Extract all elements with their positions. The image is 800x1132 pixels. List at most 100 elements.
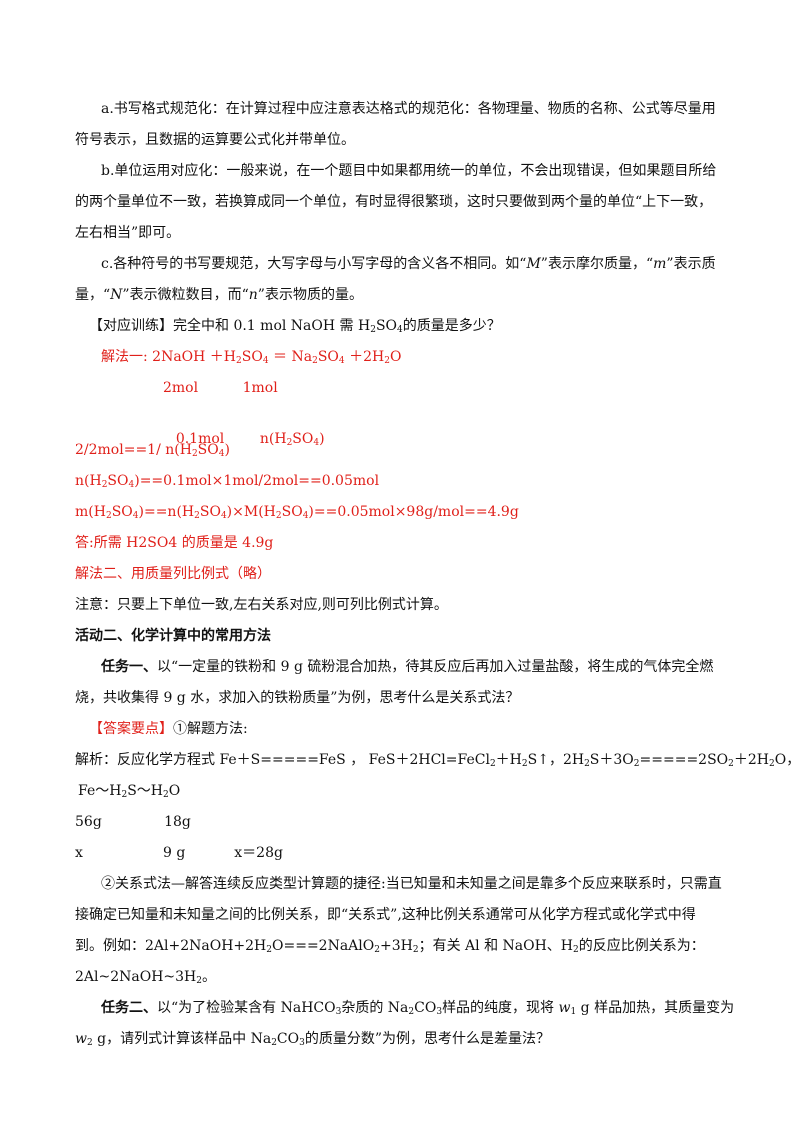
relation-row1: 56g 18g (75, 814, 191, 830)
subscript: 2 (370, 325, 376, 335)
subscript: 2 (163, 790, 169, 800)
text-span: 以“为了检验某含有 NaHCO (157, 1000, 336, 1016)
subscript: 2 (769, 759, 775, 769)
text-span: 2Al~2NaOH~3H (75, 969, 197, 985)
symbol-N: N (110, 287, 123, 303)
relation-row2: x 9 g x＝28g (75, 845, 283, 861)
text-span: n(H (75, 473, 102, 489)
text-span: 的反应比例关系为： (578, 938, 705, 954)
text-span: m(H (75, 504, 106, 520)
subscript: 2 (275, 511, 282, 521)
text-span: 0.1mol n(H (175, 431, 287, 447)
paragraph-b-line2: 的两个量单位不一致，若换算成同一个单位，有时显得很繁琐，这时只要做到两个量的单位… (75, 194, 713, 210)
text-span: 量，“ (75, 287, 111, 303)
text-span: SO (292, 431, 314, 447)
answer-key-line: 【答案要点】①解题方法: (89, 719, 248, 739)
text-span: 的质量是多少？ (402, 318, 501, 334)
text-span: )×M(H (226, 504, 276, 520)
subscript: 2 (236, 356, 242, 366)
text-span: CO (414, 1000, 437, 1016)
subscript: 2 (728, 759, 734, 769)
text-span: +3H (379, 938, 413, 954)
paragraph-c-line2: 量，“N”表示微粒数目，而“n”表示物质的量。 (75, 285, 363, 305)
symbol-n: n (248, 287, 258, 303)
subscript: 3 (299, 1038, 305, 1048)
text-span: 以“一定量的铁粉和 9 g 硫粉混合加热，待其反应后再加入过量盐酸，将生成的气体… (157, 659, 714, 675)
text-span: SO (107, 473, 129, 489)
subscript: 3 (335, 1007, 342, 1017)
subscript: 4 (313, 438, 320, 448)
method-line2: 接确定已知量和未知量之间的比例关系，即“关系式”,这种比例关系通常可从化学方程式… (75, 907, 696, 923)
text-span: )==0.1mol×1mol/2mol==0.05mol (134, 473, 380, 489)
paragraph-c-line1: c.各种符号的书写要规范，大写字母与小写字母的含义各不相同。如“M”表示摩尔质量… (101, 254, 716, 274)
symbol-m: m (653, 256, 667, 272)
task1-line1: 任务一、以“一定量的铁粉和 9 g 硫粉混合加热，待其反应后再加入过量盐酸，将生… (101, 657, 713, 677)
text-span: SO (241, 349, 263, 365)
text-span: Fe～H (78, 783, 122, 799)
subscript: 2 (191, 449, 198, 459)
text-span: ＋H (495, 752, 522, 768)
solution1-mass: m(H2SO4)==n(H2SO4)×M(H2SO4)==0.05mol×98g… (75, 502, 519, 522)
text-span: SO (317, 349, 339, 365)
subscript: 3 (436, 1007, 443, 1017)
text-span: ”表示质 (666, 256, 716, 272)
relation-chain: Fe～H2S～H2O (78, 781, 180, 801)
text-span: ) (319, 431, 325, 447)
text-span: 样品的纯度，现将 (442, 1000, 559, 1016)
text-span: 解析：反应化学方程式 Fe＋S=====FeS ， FeS＋2HCl=FeCl (75, 752, 490, 768)
subscript: 4 (220, 511, 227, 521)
task2-label: 任务二、 (101, 1000, 157, 1016)
subscript: 4 (262, 356, 269, 366)
text-span: 解法一: 2NaOH ＋H (101, 349, 237, 365)
text-span: CO (276, 1031, 300, 1047)
text-span: ”表示摩尔质量，“ (540, 256, 654, 272)
subscript: 2 (573, 945, 579, 955)
solution1-equation: 解法一: 2NaOH ＋H2SO4 ＝ Na2SO4 ＋2H2O (101, 347, 401, 367)
subscript: 2 (194, 511, 200, 521)
subscript: 4 (302, 511, 309, 521)
subscript: 1 (570, 1007, 577, 1017)
symbol-w: w (558, 1000, 571, 1016)
subscript: 2 (584, 759, 590, 769)
text-span: S＋3O (589, 752, 634, 768)
subscript: 2 (266, 945, 272, 955)
text-span: SO (375, 318, 398, 334)
paragraph-b-line3: 左右相当”即可。 (75, 225, 181, 241)
solution1-row1: 2mol 1mol (163, 380, 278, 396)
text-span: O (168, 783, 181, 799)
text-span: SO (197, 442, 219, 458)
text-span: SO (111, 504, 133, 520)
subscript: 2 (196, 976, 202, 986)
subscript: 2 (86, 1038, 93, 1048)
text-span: ＋2H (344, 349, 385, 365)
subscript: 2 (374, 945, 380, 955)
symbol-w: w (75, 1031, 87, 1047)
note-line: 注意：只要上下单位一致,左右关系对应,则可列比例式计算。 (75, 597, 448, 613)
subscript: 2 (271, 1038, 277, 1048)
text-span: ”表示微粒数目，而“ (122, 287, 249, 303)
subscript: 2 (384, 356, 390, 366)
task2-line2: w2 g，请列式计算该样品中 Na2CO3的质量分数”为例，思考什么是差量法？ (75, 1029, 550, 1049)
subscript: 2 (489, 759, 496, 769)
solution1-answer: 答:所需 H2SO4 的质量是 4.9g (75, 535, 274, 551)
paragraph-b-line1: b.单位运用对应化：一般来说，在一个题目中如果都用统一的单位，不会出现错误，但如… (101, 163, 717, 179)
text-span: 2/2mol==1/ n(H (75, 442, 192, 458)
activity-title: 活动二、化学计算中的常用方法 (75, 628, 271, 644)
subscript: 2 (412, 945, 419, 955)
subscript: 2 (521, 759, 528, 769)
subscript: 2 (633, 759, 640, 769)
text-span: O (389, 349, 402, 365)
subscript: 4 (218, 449, 225, 459)
paragraph-a-line2: 符号表示，且数据的运算要公式化并带单位。 (75, 132, 355, 148)
text-span: )==0.05mol×98g/mol==4.9g (308, 504, 519, 520)
task1-line2: 烧，共收集得 9 g 水，求加入的铁粉质量”为例，思考什么是关系式法？ (75, 690, 520, 706)
text-span: =====2SO (639, 752, 729, 768)
task2-line1: 任务二、以“为了检验某含有 NaHCO3杂质的 Na2CO3样品的纯度，现将 w… (101, 998, 734, 1018)
method-line1: ②关系式法—解答连续反应类型计算题的捷径:当已知量和未知量之间是靠多个反应来联系… (101, 876, 722, 892)
subscript: 4 (128, 480, 135, 490)
text-span: ＋2H (733, 752, 770, 768)
text-span: ) (224, 442, 230, 458)
text-span: 。 (202, 969, 216, 985)
solution2-line: 解法二、用质量列比例式（略） (75, 566, 271, 582)
solution1-row2: 0.1mol n(H2SO4) (158, 409, 325, 469)
